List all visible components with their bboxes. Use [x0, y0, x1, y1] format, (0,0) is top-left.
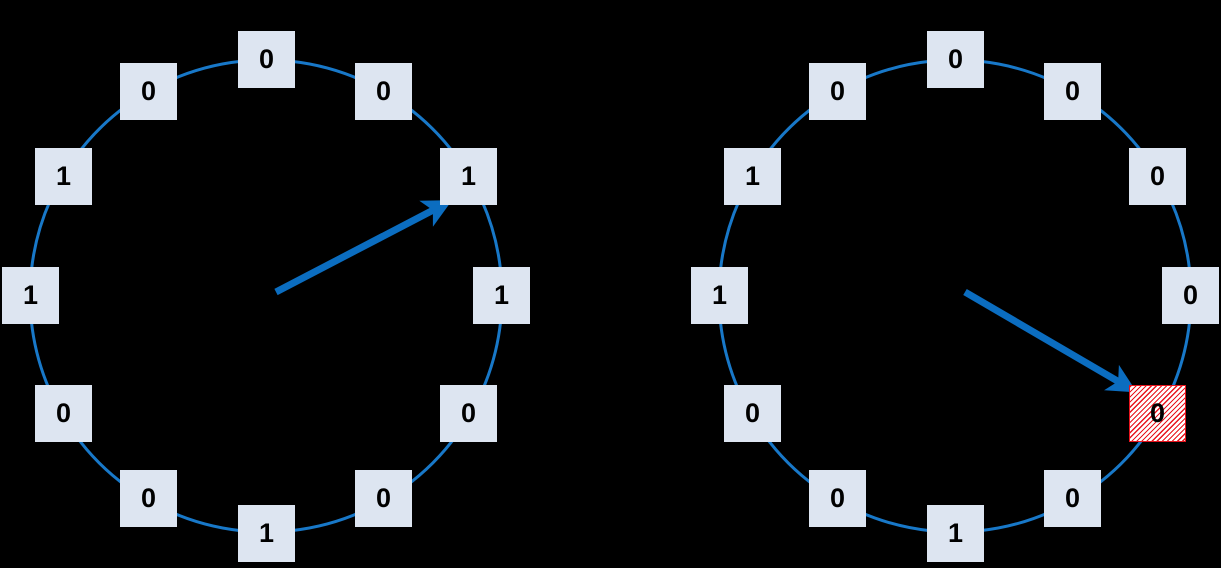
ring-node-value: 1	[460, 161, 477, 191]
ring-node[interactable]: 0	[355, 470, 412, 527]
ring-node[interactable]: 1	[473, 267, 530, 324]
ring-node-value: 0	[947, 44, 964, 74]
ring-arc-segment	[29, 198, 52, 273]
ring-arc-segment	[289, 510, 364, 533]
ring-node-value: 1	[55, 161, 72, 191]
ring-node-value: 1	[947, 518, 964, 548]
ring-node-value: 0	[375, 76, 392, 106]
ring-node-value: 0	[375, 483, 392, 513]
ring-arc-segment	[289, 59, 364, 82]
ring-node[interactable]: 0	[809, 63, 866, 120]
ring-arc-segment	[857, 59, 932, 82]
ring-node[interactable]: 0	[355, 63, 412, 120]
ring-arc-segment	[857, 510, 932, 533]
ring-arc-segment	[1169, 319, 1192, 394]
ring-arc-segment	[1169, 198, 1192, 273]
ring-arc-segment	[29, 319, 52, 394]
ring-node[interactable]: 0	[809, 470, 866, 527]
ring-node[interactable]: 0	[1129, 148, 1186, 205]
ring-arc-segment	[480, 198, 503, 273]
ring-arc-segments	[29, 59, 1192, 533]
ring-node-value: 0	[829, 483, 846, 513]
ring-node-value: 1	[744, 161, 761, 191]
ring-node[interactable]: 0	[120, 63, 177, 120]
ring-node[interactable]: 0	[724, 385, 781, 442]
ring-node[interactable]: 0	[120, 470, 177, 527]
ring-node-value: 0	[1149, 398, 1166, 428]
ring-node-value: 0	[1149, 161, 1166, 191]
ring-node[interactable]: 1	[2, 267, 59, 324]
ring-node[interactable]: 0	[35, 385, 92, 442]
ring-arc-segment	[168, 510, 243, 533]
ring-arc-segment	[403, 433, 459, 489]
ring-node[interactable]: 0	[440, 385, 497, 442]
ring-node-value: 0	[1064, 76, 1081, 106]
pointer-arrows	[274, 200, 1137, 393]
ring-node-value: 0	[1182, 280, 1199, 310]
ring-node[interactable]: 1	[440, 148, 497, 205]
ring-arc-segment	[1092, 433, 1148, 489]
ring-arc-segment	[480, 319, 503, 394]
ring-node-value: 0	[460, 398, 477, 428]
ring-node[interactable]: 0	[1162, 267, 1219, 324]
ring-node[interactable]: 1	[927, 505, 984, 562]
ring-node-value: 1	[493, 280, 510, 310]
ring-node[interactable]: 0	[238, 31, 295, 88]
ring-node-value: 0	[829, 76, 846, 106]
ring-arc-segment	[718, 198, 741, 273]
ring-node-value: 0	[140, 483, 157, 513]
ring-arc-segment	[978, 510, 1053, 533]
ring-arc-segment	[718, 319, 741, 394]
ring-node-value: 0	[140, 76, 157, 106]
ring-node-value: 1	[711, 280, 728, 310]
ring-node[interactable]: 1	[238, 505, 295, 562]
ring-node-value: 1	[258, 518, 275, 548]
ring-arc-segment	[168, 59, 243, 82]
left-pointer-arrow[interactable]	[274, 200, 453, 296]
ring-node-value: 1	[22, 280, 39, 310]
ring-node[interactable]: 1	[35, 148, 92, 205]
ring-node-value: 0	[1064, 483, 1081, 513]
ring-arc-segment	[978, 59, 1053, 82]
right-pointer-arrow[interactable]	[963, 288, 1137, 393]
ring-node-value: 0	[55, 398, 72, 428]
ring-node[interactable]: 1	[691, 267, 748, 324]
ring-node[interactable]: 0	[927, 31, 984, 88]
ring-node[interactable]: 1	[724, 148, 781, 205]
ring-node[interactable]: 0	[1044, 470, 1101, 527]
ring-node-value: 0	[744, 398, 761, 428]
ring-node-value: 0	[258, 44, 275, 74]
ring-node[interactable]: 0	[1044, 63, 1101, 120]
ring-node-highlighted[interactable]: 0	[1129, 385, 1186, 442]
